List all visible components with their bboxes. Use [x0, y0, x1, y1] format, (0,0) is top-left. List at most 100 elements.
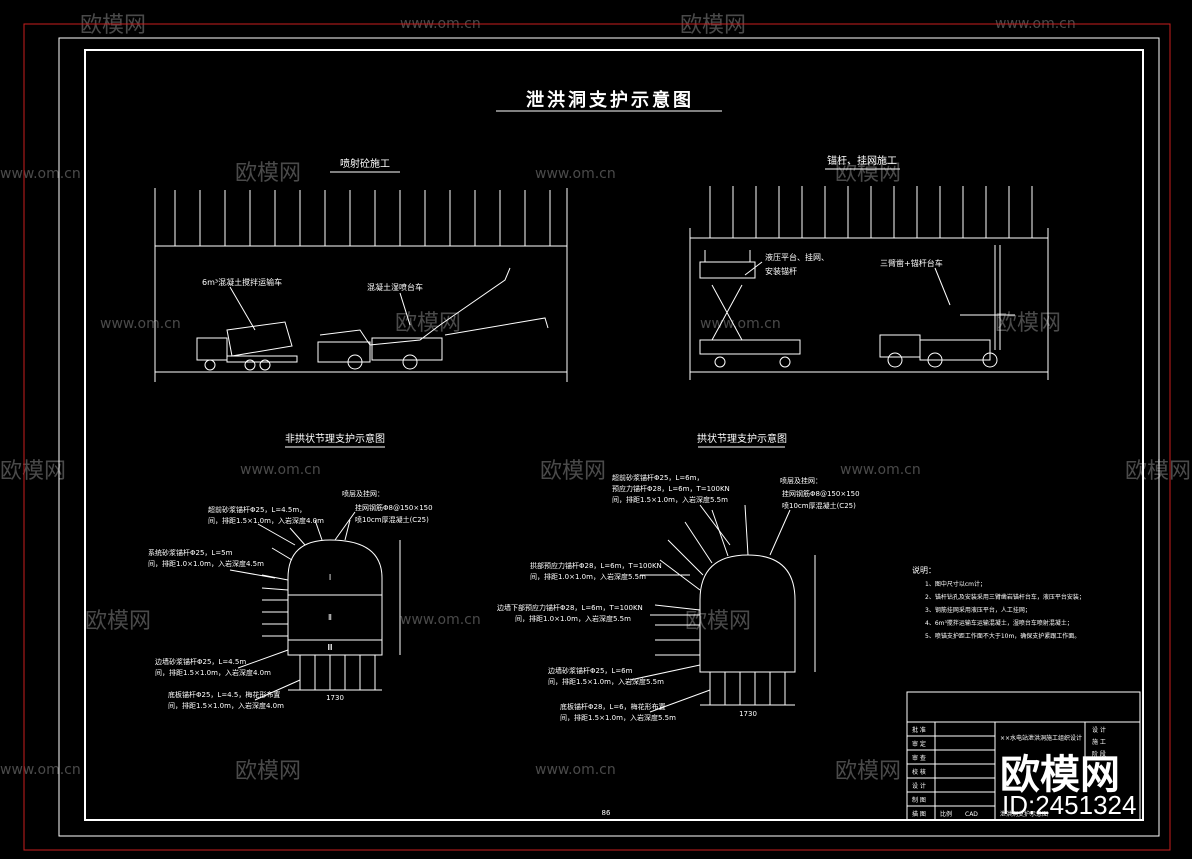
- label-shotcrete-heading: 喷层及挂网：: [342, 489, 384, 498]
- drawing-frame: [84, 49, 1144, 821]
- watermark-brand: 欧模网: [680, 13, 746, 38]
- label-install-bolt: 安装锚杆: [765, 266, 797, 276]
- bottom-left-title: 非拱状节理支护示意图: [285, 432, 385, 445]
- outer-border: [23, 23, 1171, 851]
- section-label-3: Ⅲ: [327, 643, 333, 652]
- title-block-frame: [906, 691, 1141, 821]
- watermark-brand: 欧模网: [235, 161, 301, 186]
- tb-label: 批 准: [912, 726, 926, 734]
- label-mixer-truck: 6m³混凝土搅拌运输车: [202, 277, 282, 287]
- notes-heading: 说明：: [912, 565, 936, 575]
- label-wall-bolt-spacing: 间，排距1.5×1.0m，入岩深度4.0m: [155, 668, 271, 677]
- label-bolting-rig: 三臂凿+锚杆台车: [880, 258, 943, 268]
- mixer-truck-icon: [196, 321, 298, 371]
- watermark-site: www.om.cn: [535, 762, 616, 778]
- hydraulic-platform-icon: [699, 250, 801, 368]
- label-system-bolt: 系统砂浆锚杆Φ25，L=5m: [148, 548, 233, 557]
- label-wall-bolt-spacing: 间，排距1.5×1.0m，入岩深度5.5m: [548, 677, 664, 686]
- label-floor-bolt-spacing: 间，排距1.5×1.0m，入岩深度4.0m: [168, 701, 284, 710]
- tb-right-label: 阶 段: [1092, 750, 1106, 758]
- top-right-title: 锚杆、挂网施工: [827, 154, 897, 167]
- watermark-site: www.om.cn: [0, 166, 81, 182]
- label-floor-bolt-spacing: 间，排距1.5×1.0m，入岩深度5.5m: [560, 713, 676, 722]
- tb-label: 校 核: [912, 768, 926, 776]
- tunnel-section: [699, 554, 796, 673]
- watermark-id: ID:2451324: [1002, 790, 1137, 820]
- page-number: 86: [602, 809, 611, 817]
- watermark-site: www.om.cn: [0, 762, 81, 778]
- title-block-rows: [907, 735, 995, 807]
- rock-bolt-ticks: [174, 190, 551, 246]
- tb-label: 制 图: [912, 796, 926, 804]
- bottom-left-view: 非拱状节理支护示意图 Ⅰ Ⅱ Ⅲ 1730 超前砂浆锚杆Φ25，L=4.5m， …: [148, 432, 433, 710]
- notes: 说明： 1、图中尺寸以cm计； 2、锚杆钻孔及安装采用三臂凿岩锚杆台车，液压平台…: [912, 565, 1085, 640]
- label-shotcrete: 喷10cm厚混凝土(C25): [355, 515, 429, 524]
- floor-bolts: [709, 672, 786, 705]
- note-item: 5、喷锚支护距工作面不大于10m，确保支护紧跟工作面。: [925, 632, 1080, 640]
- leader-line: [934, 267, 951, 306]
- label-advance-bolt: 超前砂浆锚杆Φ25，L=4.5m，: [208, 505, 306, 514]
- tunnel-section: [287, 539, 383, 656]
- bottom-right-title: 拱状节理支护示意图: [697, 432, 787, 445]
- label-prestressed-bolt: 预应力锚杆Φ28，L=6m，T=100KN: [612, 484, 730, 493]
- leader-lines: [229, 511, 356, 701]
- note-item: 1、图中尺寸以cm计；: [925, 580, 986, 588]
- tb-project: ××水电站泄洪洞施工组织设计: [1000, 734, 1082, 742]
- top-left-view: 喷射砼施工 6m³混凝土搅拌运输车 混凝土湿喷台车: [154, 157, 568, 382]
- watermark-brand: 欧模网: [85, 609, 151, 634]
- watermark-brand: 欧模网: [835, 161, 901, 186]
- rock-bolt-ticks: [709, 186, 1033, 238]
- watermark-brand: 欧模网: [235, 759, 301, 784]
- label-mesh: 挂网钢筋Φ8@150×150: [355, 503, 433, 512]
- tb-label: 审 查: [912, 754, 926, 762]
- tb-drawing-no: 泄洪洞支护示意图: [1000, 810, 1048, 818]
- watermark-site: www.om.cn: [700, 316, 781, 332]
- label-advance-bolt: 超前砂浆锚杆Φ25，L=6m，: [612, 473, 703, 482]
- leader-line: [399, 292, 411, 326]
- bolting-rig-icon: [879, 245, 1015, 368]
- leader-line: [229, 286, 256, 331]
- label-platform: 液压平台、挂网、: [765, 252, 829, 262]
- top-left-title: 喷射砼施工: [340, 157, 390, 170]
- shotcrete-machine-icon: [317, 267, 549, 370]
- note-item: 4、6m³搅拌运输车运输混凝土，湿喷台车喷射混凝土；: [925, 619, 1073, 627]
- sheet-border: [58, 37, 1160, 837]
- label-wall-bolt: 边墙砂浆锚杆Φ25，L=4.5m: [155, 657, 246, 666]
- section-label-2: Ⅱ: [328, 613, 332, 622]
- watermark-brand: 欧模网: [835, 759, 901, 784]
- label-floor-bolt: 底板锚杆Φ25，L=4.5，梅花形布置: [168, 690, 280, 699]
- label-mesh: 挂网钢筋Φ8@150×150: [782, 489, 860, 498]
- leader-line: [744, 261, 763, 276]
- label-system-bolt-spacing: 间，排距1.0×1.0m，入岩深度4.5m: [148, 559, 264, 568]
- tb-scale-label: 比例: [940, 810, 952, 818]
- label-wall-bolt: 边墙砂浆锚杆Φ25，L=6m: [548, 666, 633, 675]
- note-item: 2、锚杆钻孔及安装采用三臂凿岩锚杆台车，液压平台安装；: [925, 593, 1085, 601]
- watermark-site: www.om.cn: [535, 166, 616, 182]
- tb-label: 描 图: [912, 810, 926, 818]
- section-label-1: Ⅰ: [329, 573, 331, 582]
- watermark-brand: 欧模网: [540, 459, 606, 484]
- leader-lines: [629, 504, 791, 713]
- title-block: 批 准 审 定 审 查 校 核 设 计 制 图 描 图 比例 CAD ××水电站…: [906, 691, 1141, 821]
- watermark-layer: 欧模网 www.om.cn 欧模网 www.om.cn www.om.cn 欧模…: [0, 13, 1191, 784]
- watermark-site: www.om.cn: [840, 462, 921, 478]
- label-shotcrete: 喷10cm厚混凝土(C25): [782, 501, 856, 510]
- floor-bolts: [299, 655, 376, 690]
- top-right-view: 锚杆、挂网施工 液压平台、挂网、 安装锚杆 三臂凿+锚杆台车: [689, 154, 1049, 380]
- watermark-brand: 欧模网: [0, 459, 66, 484]
- note-item: 3、钢筋挂网采用液压平台，人工挂网；: [925, 606, 1031, 614]
- label-crown-bolt: 拱部预应力锚杆Φ28，L=6m，T=100KN: [530, 561, 662, 570]
- label-floor-bolt: 底板锚杆Φ28，L=6，梅花形布置: [560, 702, 666, 711]
- watermark-brand-large: 欧模网: [1000, 752, 1120, 798]
- watermark-brand: 欧模网: [685, 609, 751, 634]
- width-dimension: 1730: [739, 710, 757, 718]
- tb-right-label: 设 计: [1092, 726, 1106, 734]
- tb-label: 审 定: [912, 740, 926, 748]
- tb-label: 设 计: [912, 782, 926, 790]
- label-lower-wall-bolt: 边墙下部预应力锚杆Φ28，L=6m，T=100KN: [497, 603, 643, 612]
- bottom-right-view: 拱状节理支护示意图 1730 超前砂浆锚杆Φ25，L=6m， 预应力锚杆Φ28，…: [497, 432, 860, 722]
- label-shotcrete-heading: 喷层及挂网：: [780, 476, 822, 485]
- tb-scale-value: CAD: [965, 811, 978, 818]
- label-prestressed-bolt-spacing: 间，排距1.5×1.0m，入岩深度5.5m: [612, 495, 728, 504]
